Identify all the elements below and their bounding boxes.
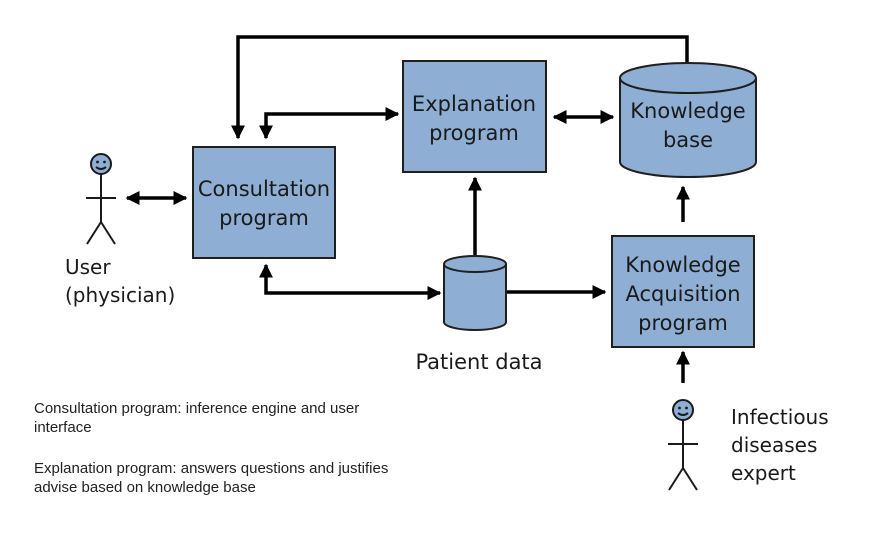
- consultation-label-line1: Consultation: [198, 177, 330, 201]
- explanation-label-line2: program: [429, 121, 519, 145]
- consultation-program-node: Consultation program: [192, 146, 336, 259]
- arrow-consultation-patient-data: [259, 263, 442, 300]
- note-consultation-line2: interface: [34, 419, 92, 436]
- explanation-program-node: Explanation program: [402, 60, 547, 173]
- patient-data-node: Patient data: [415, 255, 543, 374]
- arrow-consultation-explanation: [259, 107, 400, 140]
- user-stick-figure-icon: [86, 153, 116, 245]
- connectors: [125, 35, 690, 383]
- knowledge-base-label-line1: Knowledge: [630, 99, 745, 123]
- note-explanation-line2: advise based on knowledge base: [34, 479, 256, 496]
- acquisition-label-line1: Knowledge: [625, 253, 740, 277]
- user-label-line1: User: [65, 255, 111, 279]
- footnotes: Consultation program: inference engine a…: [34, 400, 388, 496]
- user-label-line2: (physician): [65, 283, 175, 307]
- knowledge-acquisition-node: Knowledge Acquisition program: [611, 235, 755, 348]
- user-actor: User (physician): [65, 153, 175, 307]
- expert-label-line1: Infectious: [731, 405, 829, 429]
- expert-actor: Infectious diseases expert: [668, 399, 829, 491]
- note-explanation-line1: Explanation program: answers questions a…: [34, 460, 388, 477]
- knowledge-base-node: Knowledge base: [619, 62, 757, 178]
- expert-label-line2: diseases: [731, 433, 817, 457]
- expert-stick-figure-icon: [668, 399, 698, 491]
- acquisition-label-line3: program: [638, 311, 728, 335]
- explanation-label-line1: Explanation: [412, 92, 536, 116]
- note-consultation-line1: Consultation program: inference engine a…: [34, 400, 359, 417]
- expert-label-line3: expert: [731, 461, 796, 485]
- patient-data-label: Patient data: [415, 350, 542, 374]
- knowledge-base-label-line2: base: [663, 128, 713, 152]
- consultation-label-line2: program: [219, 206, 309, 230]
- arrow-kb-to-consultation: [231, 35, 689, 140]
- acquisition-label-line2: Acquisition: [625, 282, 740, 306]
